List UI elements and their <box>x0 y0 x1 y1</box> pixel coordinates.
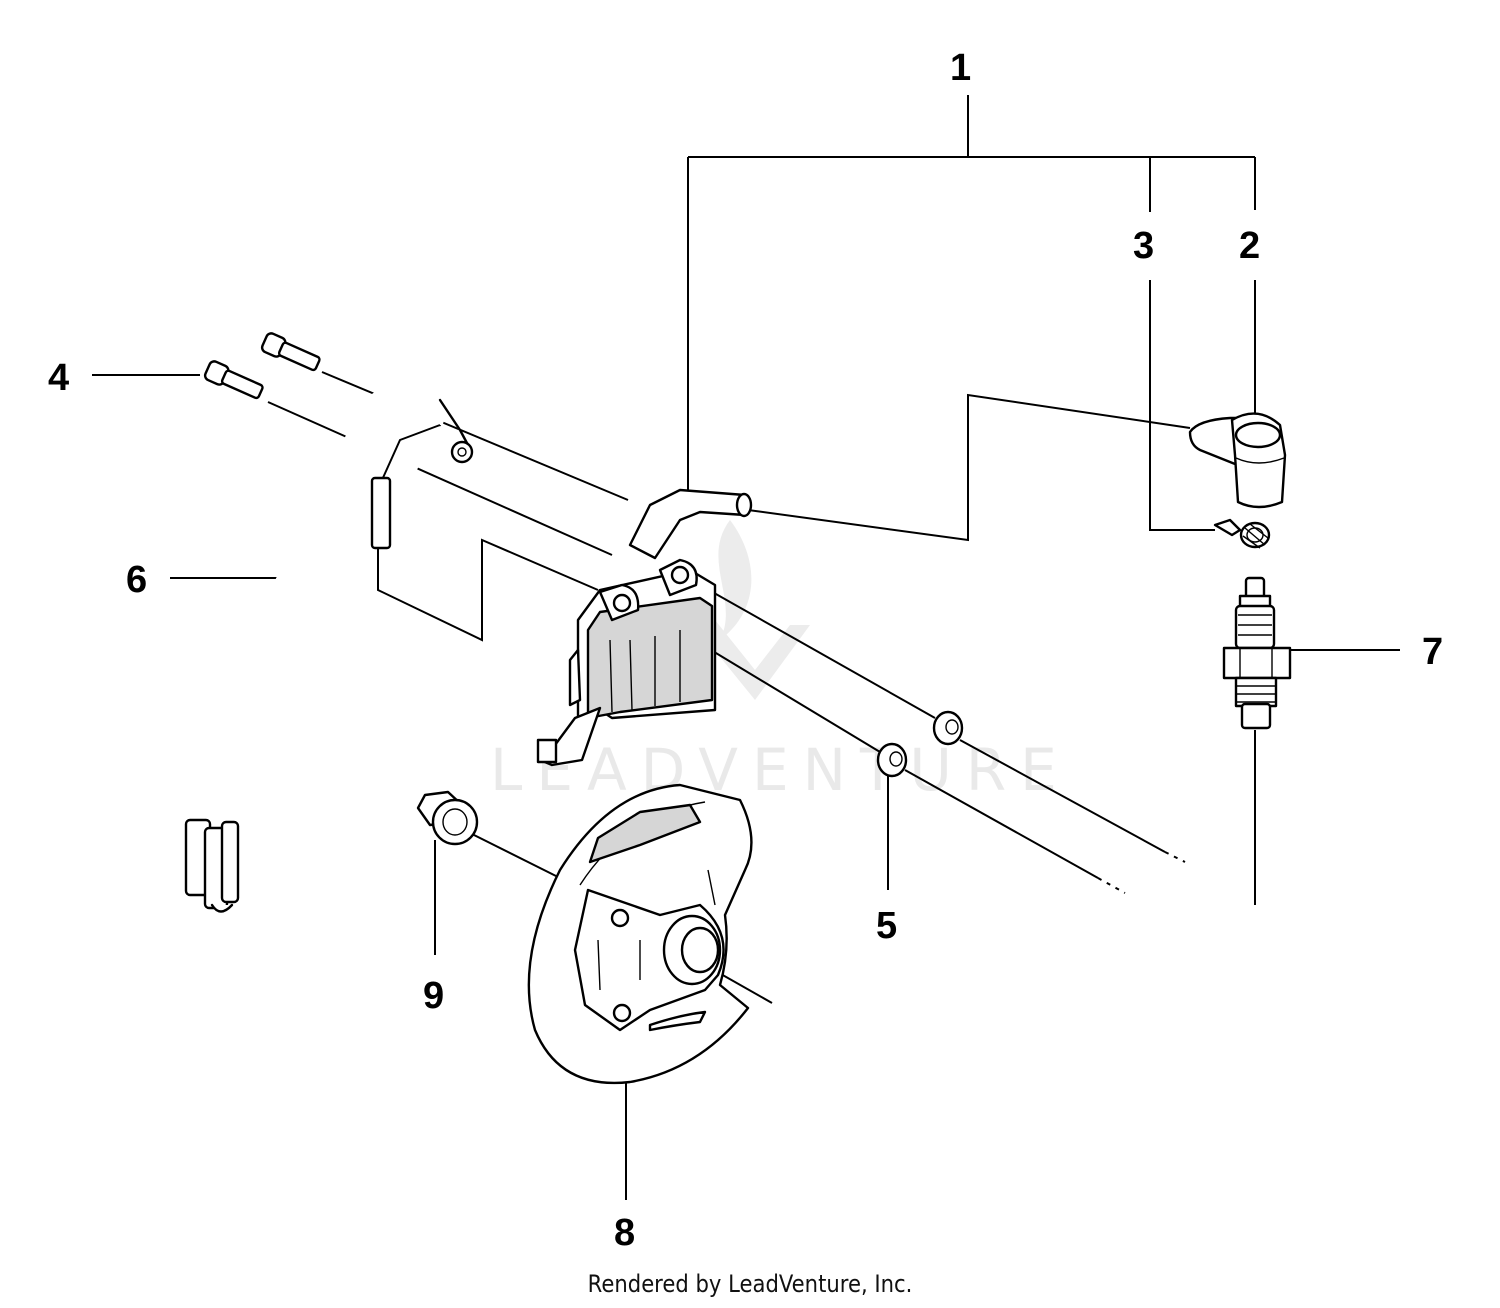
wire-cable-icon <box>184 365 474 913</box>
callout-1: 1 <box>950 47 971 89</box>
spark-plug-boot-icon <box>1188 412 1287 509</box>
flywheel-cover-icon <box>527 783 753 1085</box>
callout-6: 6 <box>126 559 147 601</box>
callout-8: 8 <box>614 1212 635 1254</box>
callout-numbers: 1 2 3 4 5 6 7 8 9 <box>48 47 1443 1254</box>
callout-5: 5 <box>876 905 897 947</box>
spring-clip-icon <box>1213 518 1271 549</box>
screw-icon <box>203 332 321 400</box>
callout-9: 9 <box>423 975 444 1017</box>
callout-3: 3 <box>1133 225 1154 267</box>
ignition-module-icon <box>536 488 753 767</box>
spark-plug-icon <box>1222 576 1292 730</box>
flange-nut-icon <box>416 790 479 846</box>
footer-credit: Rendered by LeadVenture, Inc. <box>587 1270 913 1298</box>
washer-icon <box>876 710 964 778</box>
callout-2: 2 <box>1239 225 1260 267</box>
callout-7: 7 <box>1422 631 1443 673</box>
callout-4: 4 <box>48 357 69 399</box>
